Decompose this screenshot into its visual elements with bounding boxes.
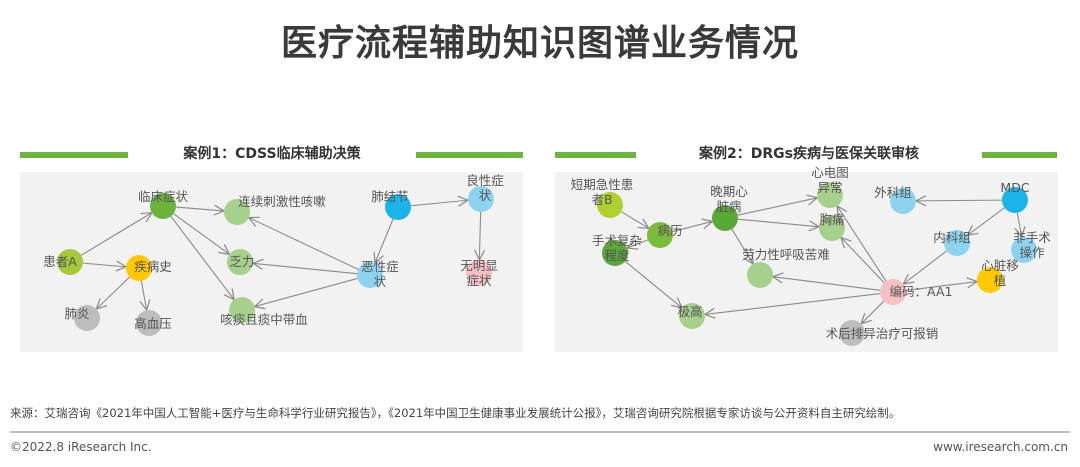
case1-edge [170, 216, 234, 299]
case2-edge [841, 237, 885, 283]
case2-edge [967, 207, 1005, 236]
case2-node[interactable] [880, 279, 906, 305]
case2-node-label: 外科组 [874, 185, 912, 200]
case1-node[interactable] [126, 255, 152, 281]
case1-node-label: 连续刺激性咳嗽 [238, 194, 326, 209]
title-bar-right [416, 152, 523, 158]
case2-node[interactable] [977, 267, 1003, 293]
case1-edge [479, 211, 480, 260]
case1-node-label: 恶性症状 [361, 259, 399, 289]
case2-edge [620, 211, 649, 229]
case2-node[interactable] [747, 262, 773, 288]
case2-node-label: 心电图异常 [811, 165, 849, 195]
case2-node-label: 编码：AA1 [889, 284, 953, 299]
case2-node-label: 内科组 [933, 230, 971, 245]
case2-node-label: 劳力性呼吸苦难 [742, 247, 830, 262]
case2-node[interactable] [647, 222, 673, 248]
case1-node[interactable] [468, 186, 494, 212]
case2-edge [627, 239, 649, 248]
case2-edge [905, 282, 977, 291]
case2-edge [624, 260, 682, 308]
case1-node[interactable] [229, 297, 255, 323]
copyright: ©2022.8 iResearch Inc. [10, 440, 152, 454]
case1-node[interactable] [74, 305, 100, 331]
case1-edge [175, 207, 224, 211]
case1-node-label: 临床症状 [137, 189, 189, 204]
case2-edge [1017, 212, 1021, 237]
case2-node-label: 手术复杂程度 [591, 233, 643, 263]
case1-edge [80, 213, 152, 256]
case1-node-label: 患者A [43, 254, 77, 269]
case2-node-label: 非手术操作 [1013, 230, 1051, 260]
case1-node[interactable] [385, 194, 411, 220]
case1-node-label: 肺结节 [371, 189, 409, 204]
case1-node[interactable] [150, 193, 176, 219]
case2-edge [773, 277, 881, 291]
case1-node[interactable] [57, 249, 83, 275]
case1-edge [249, 218, 359, 270]
case1-node-label: 咳痰且痰中带血 [220, 312, 308, 327]
case2-edge [672, 221, 713, 233]
case2-edge [705, 292, 881, 315]
case1-node[interactable] [466, 260, 492, 286]
case2-edge [737, 198, 818, 216]
website-url: www.iresearch.com.cn [933, 440, 1068, 454]
case1-node-label: 肺炎 [64, 306, 90, 321]
case1-panel [20, 172, 523, 352]
case2-edge [737, 218, 819, 227]
case2-node-label: 术后排异治疗可报销 [825, 326, 939, 341]
case1-node[interactable] [357, 262, 383, 288]
case1-edge [253, 263, 358, 275]
case1-title: 案例1：CDSS临床辅助决策 [183, 146, 361, 162]
case1-node-label: 高血压 [134, 316, 172, 331]
case1-node[interactable] [136, 310, 162, 336]
case2-node-label: MDC [1000, 180, 1030, 195]
page-title: 医疗流程辅助知识图谱业务情况 [280, 23, 799, 64]
case1-node-label: 疾病史 [134, 259, 172, 274]
case1-node[interactable] [224, 199, 250, 225]
case2-node-label: 晚期心脏病 [710, 184, 748, 214]
case2-node[interactable] [817, 182, 843, 208]
case2-node[interactable] [890, 188, 916, 214]
title-bar-left [555, 152, 636, 158]
case2-node[interactable] [839, 320, 865, 346]
case1-node[interactable] [227, 249, 253, 275]
case2-node-label: 极高 [677, 304, 703, 319]
case2-node[interactable] [679, 303, 705, 329]
case1-edge [96, 276, 131, 309]
case2-node-label: 胸痛 [819, 212, 845, 227]
case2-node-label: 病历 [657, 223, 683, 238]
footer-divider [10, 431, 1070, 433]
case1-edge [255, 277, 358, 306]
case1-edge [141, 280, 146, 310]
case2-edge [731, 228, 753, 264]
title-bar-right [982, 152, 1057, 158]
case2-node[interactable] [819, 215, 845, 241]
case2-edge [861, 300, 885, 324]
case2-node-label: 心脏移植 [981, 258, 1019, 288]
title-bar-left [20, 152, 128, 158]
case2-node[interactable] [597, 192, 623, 218]
case2-title: 案例2：DRGs疾病与医保关联审核 [699, 146, 919, 162]
case1-edge [173, 213, 230, 255]
case1-edge [375, 218, 394, 263]
case1-edge [82, 263, 126, 267]
case2-node[interactable] [1002, 187, 1028, 213]
case1-node-label: 乏力 [229, 254, 255, 269]
case2-node[interactable] [944, 230, 970, 256]
case1-node-label: 无明显症状 [460, 258, 498, 288]
case2-edge [916, 200, 1003, 201]
case2-node[interactable] [712, 205, 738, 231]
case2-node-label: 短期急性患者B [570, 177, 634, 207]
case1-edge [410, 200, 468, 206]
case1-node-label: 良性症状 [466, 173, 504, 203]
case2-edge [903, 250, 948, 284]
case2-edge [837, 206, 887, 282]
case2-node[interactable] [602, 240, 628, 266]
case2-node[interactable] [1011, 237, 1037, 263]
source-note: 来源：艾瑞咨询《2021年中国人工智能+医疗与生命科学行业研究报告》，《2021… [10, 406, 901, 420]
